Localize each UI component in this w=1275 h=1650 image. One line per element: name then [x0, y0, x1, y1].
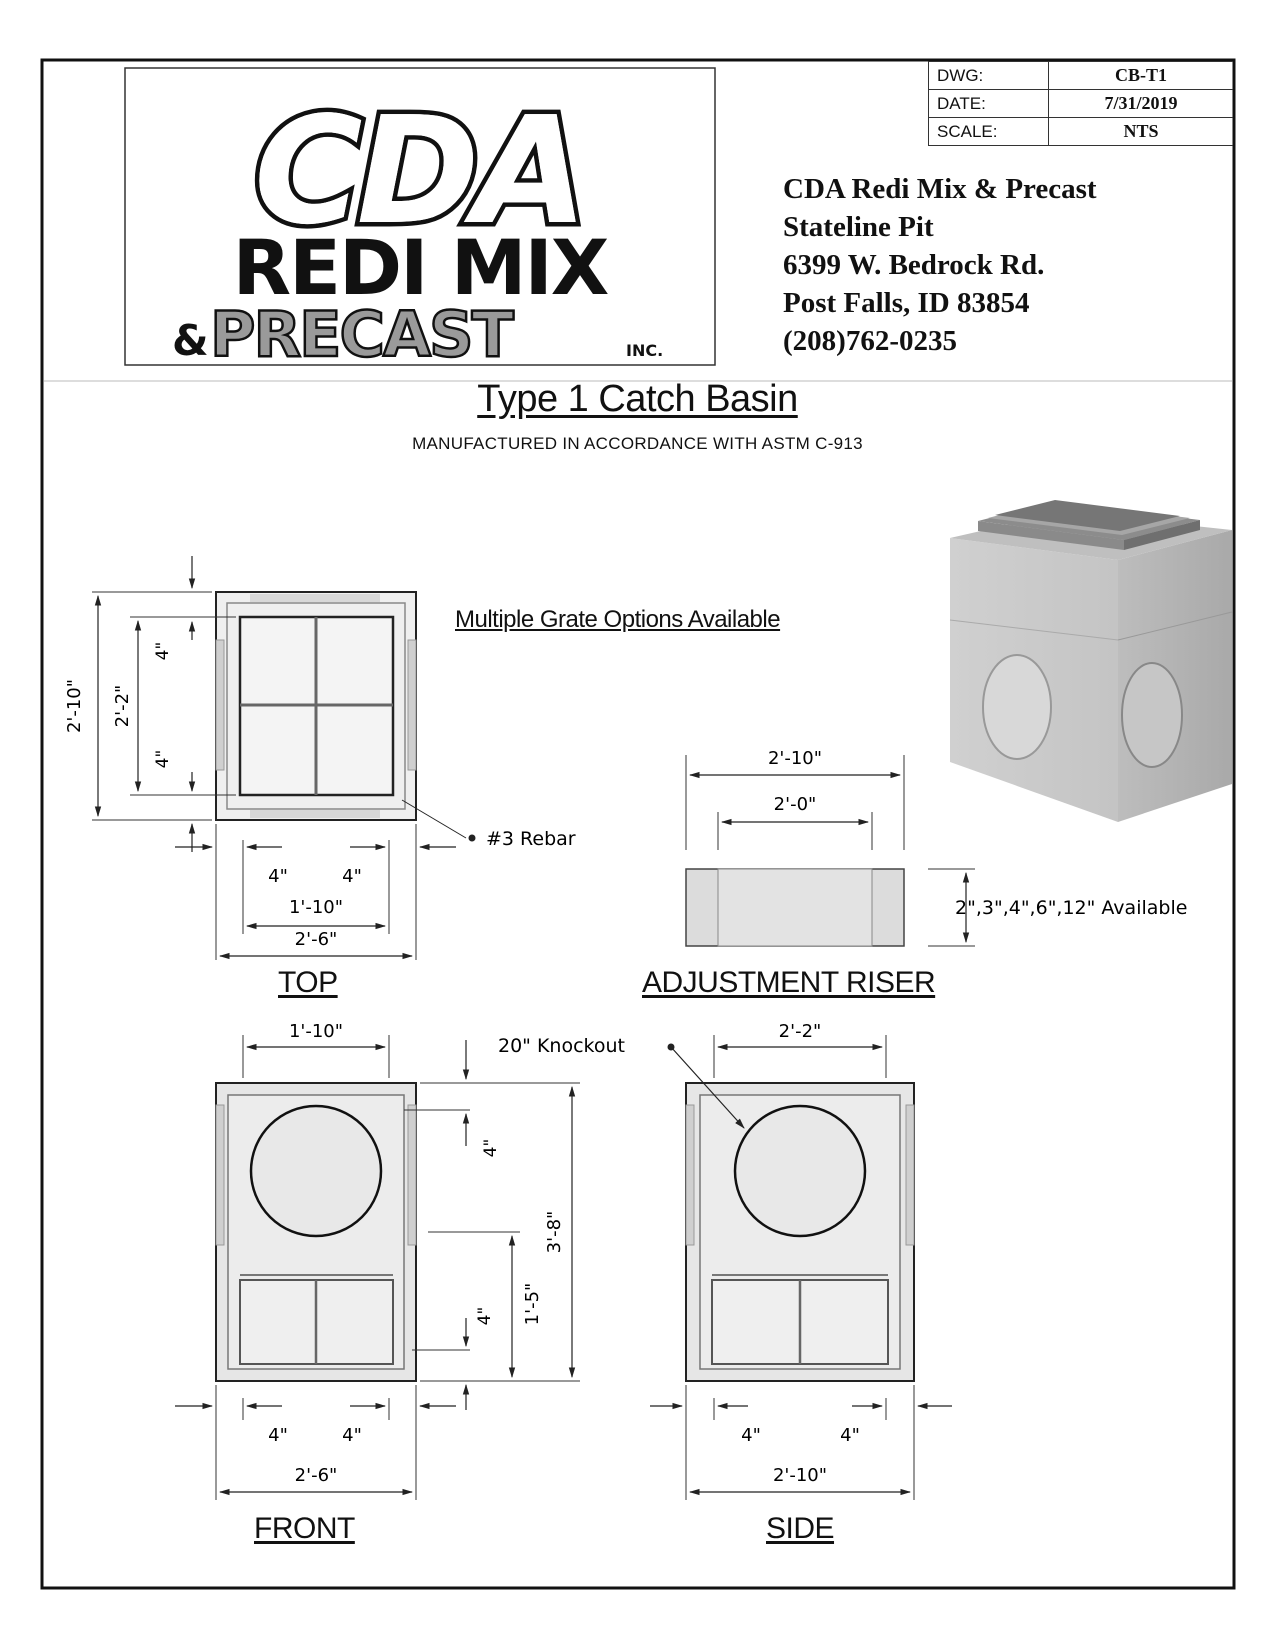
dwg-key: DWG: — [929, 62, 1049, 89]
company-logo: CDA CDA REDI MIX & PRECAST INC. — [124, 67, 716, 372]
riser-view: 2'-10" 2'-0" 2",3",4",6",12" Available — [685, 748, 1187, 947]
top-inner-width: 1'-10" — [289, 897, 343, 918]
title-block-row-dwg: DWG: CB-T1 — [929, 62, 1233, 90]
riser-overall-width: 2'-10" — [768, 748, 822, 769]
side-inner-width: 2'-2" — [779, 1021, 822, 1042]
top-inner-height: 2'-2" — [112, 685, 133, 728]
svg-text:CDA: CDA — [254, 85, 582, 257]
drawing-title: Type 1 Catch Basin — [477, 378, 798, 420]
top-view: 2'-10" 2'-2" 4" 4" 4" 4" 1'-10" 2'-6" #3… — [64, 556, 576, 960]
catch-basin-3d-render — [949, 500, 1233, 822]
side-overall-width: 2'-10" — [773, 1465, 827, 1486]
side-wall-right: 4" — [840, 1425, 860, 1446]
knockout-label: 20" Knockout — [498, 1035, 625, 1057]
front-overall-width: 2'-6" — [295, 1465, 338, 1486]
side-knockout — [733, 1104, 867, 1238]
date-key: DATE: — [929, 90, 1049, 117]
scale-key: SCALE: — [929, 118, 1049, 145]
company-city: Post Falls, ID 83854 — [783, 287, 1030, 319]
side-wall-left: 4" — [741, 1425, 761, 1446]
rebar-label: #3 Rebar — [486, 828, 576, 850]
riser-heights: 2",3",4",6",12" Available — [955, 897, 1187, 919]
front-wall-bottom: 4" — [475, 1307, 495, 1326]
company-name: CDA Redi Mix & Precast — [783, 173, 1097, 205]
top-overall-width: 2'-6" — [295, 929, 338, 950]
top-wall-bottom: 4" — [153, 750, 173, 769]
title-block: DWG: CB-T1 DATE: 7/31/2019 SCALE: NTS — [928, 61, 1233, 146]
title-block-row-scale: SCALE: NTS — [929, 118, 1233, 146]
date-value: 7/31/2019 — [1104, 93, 1178, 113]
front-view-label: FRONT — [254, 1512, 355, 1545]
company-site: Stateline Pit — [783, 211, 934, 243]
top-wall-left: 4" — [268, 866, 288, 887]
grate-options-note: Multiple Grate Options Available — [455, 606, 781, 633]
svg-text:REDI MIX: REDI MIX — [233, 223, 609, 312]
side-view-label: SIDE — [766, 1512, 835, 1545]
side-view: 20" Knockout 2'-2" 4" 4" 2'-10" — [498, 1021, 952, 1500]
riser-view-label: ADJUSTMENT RISER — [642, 966, 936, 999]
svg-text:PRECAST: PRECAST — [210, 298, 514, 371]
top-overall-height: 2'-10" — [64, 679, 85, 733]
front-lower-height: 1'-5" — [522, 1283, 543, 1326]
top-wall-top: 4" — [153, 642, 173, 661]
riser-inner-width: 2'-0" — [774, 794, 817, 815]
svg-text:CDA: CDA — [254, 85, 582, 257]
front-knockout — [249, 1104, 383, 1238]
front-wall-top: 4" — [481, 1139, 501, 1158]
front-wall-right: 4" — [342, 1425, 362, 1446]
scale-value: NTS — [1123, 121, 1159, 141]
knockout-left-3d — [982, 654, 1052, 760]
front-wall-left: 4" — [268, 1425, 288, 1446]
top-wall-right: 4" — [342, 866, 362, 887]
svg-text:&: & — [172, 316, 209, 365]
front-inner-width: 1'-10" — [289, 1021, 343, 1042]
top-view-label: TOP — [278, 966, 338, 999]
sheet-border — [40, 58, 1236, 1590]
company-phone: (208)762-0235 — [783, 325, 957, 357]
company-street: 6399 W. Bedrock Rd. — [783, 249, 1045, 281]
company-address: CDA Redi Mix & Precast Stateline Pit 639… — [783, 170, 1097, 360]
title-block-row-date: DATE: 7/31/2019 — [929, 90, 1233, 118]
front-overall-height: 3'-8" — [544, 1211, 565, 1254]
front-view: 1'-10" 4" 3'-8" 1'-5" 4" 4" 4" 2'-6" — [175, 1021, 580, 1500]
dwg-value: CB-T1 — [1114, 65, 1167, 85]
svg-text:INC.: INC. — [626, 341, 663, 360]
knockout-right-3d — [1121, 662, 1183, 768]
drawing-subtitle: MANUFACTURED IN ACCORDANCE WITH ASTM C-9… — [412, 434, 863, 453]
